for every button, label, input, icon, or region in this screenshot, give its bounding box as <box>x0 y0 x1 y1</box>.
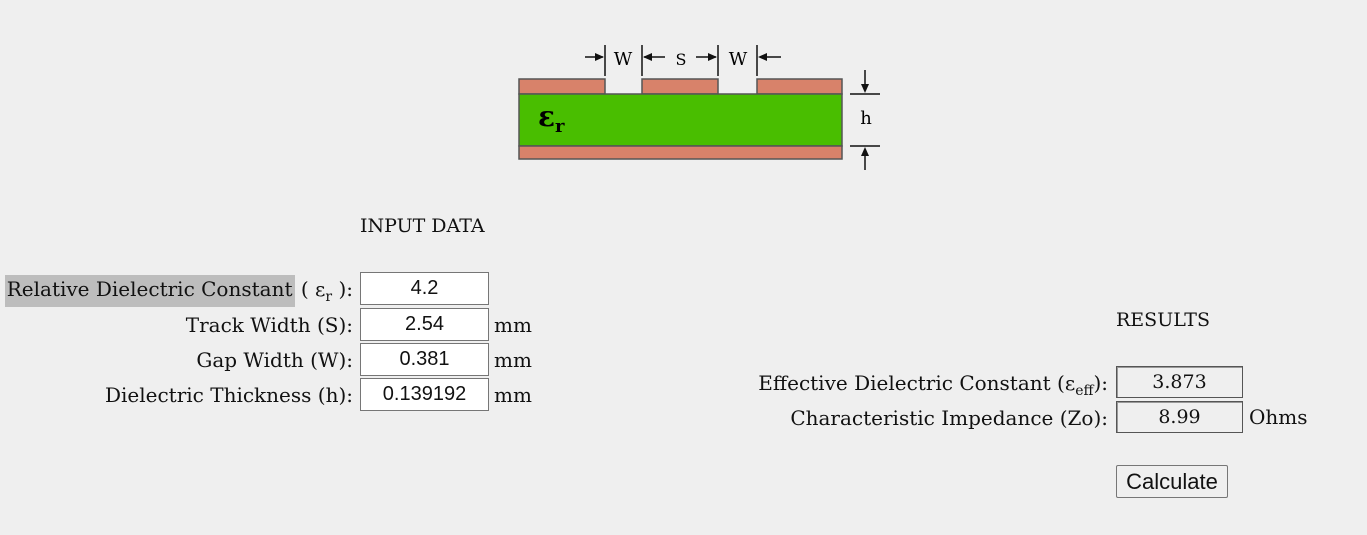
calculate-button[interactable]: Calculate <box>1116 465 1228 498</box>
diagram-label-w-left: W <box>614 49 633 70</box>
diagram-label-s: S <box>676 50 687 69</box>
dimension-arrowheads <box>595 53 767 61</box>
track-width-input[interactable] <box>360 308 489 341</box>
dielectric-thickness-label: Dielectric Thickness (h): <box>104 383 353 407</box>
input-data-heading: INPUT DATA <box>360 215 485 237</box>
dielectric-thickness-input[interactable] <box>360 378 489 411</box>
dielectric-substrate <box>518 93 843 147</box>
track-width-unit: mm <box>494 313 532 337</box>
gap-width-unit: mm <box>494 348 532 372</box>
dielectric-constant-label: Relative Dielectric Constant ( εr ): <box>4 275 353 307</box>
diagram-label-h: h <box>860 108 872 129</box>
impedance-unit: Ohms <box>1249 405 1308 429</box>
characteristic-impedance-label: Characteristic Impedance (Zo): <box>790 406 1108 430</box>
results-heading: RESULTS <box>1116 309 1210 331</box>
track-width-label: Track Width (S): <box>185 313 353 337</box>
height-dimension-lines <box>850 70 880 170</box>
diagram-label-er: εr <box>538 100 565 137</box>
ground-plane <box>518 145 843 160</box>
gap-width-label: Gap Width (W): <box>196 348 353 372</box>
characteristic-impedance-output: 8.99 <box>1116 401 1243 433</box>
coplanar-waveguide-diagram: W S W εr h <box>518 45 880 170</box>
dielectric-constant-input[interactable] <box>360 272 489 305</box>
height-arrowheads <box>861 84 869 156</box>
dielectric-constant-label-highlight: Relative Dielectric Constant <box>4 275 295 307</box>
dielectric-thickness-unit: mm <box>494 383 532 407</box>
diagram-label-w-right: W <box>729 49 748 70</box>
copper-tracks <box>518 78 843 95</box>
effective-dielectric-label: Effective Dielectric Constant (εeff): <box>758 371 1108 399</box>
gap-width-input[interactable] <box>360 343 489 376</box>
effective-dielectric-output: 3.873 <box>1116 366 1243 398</box>
